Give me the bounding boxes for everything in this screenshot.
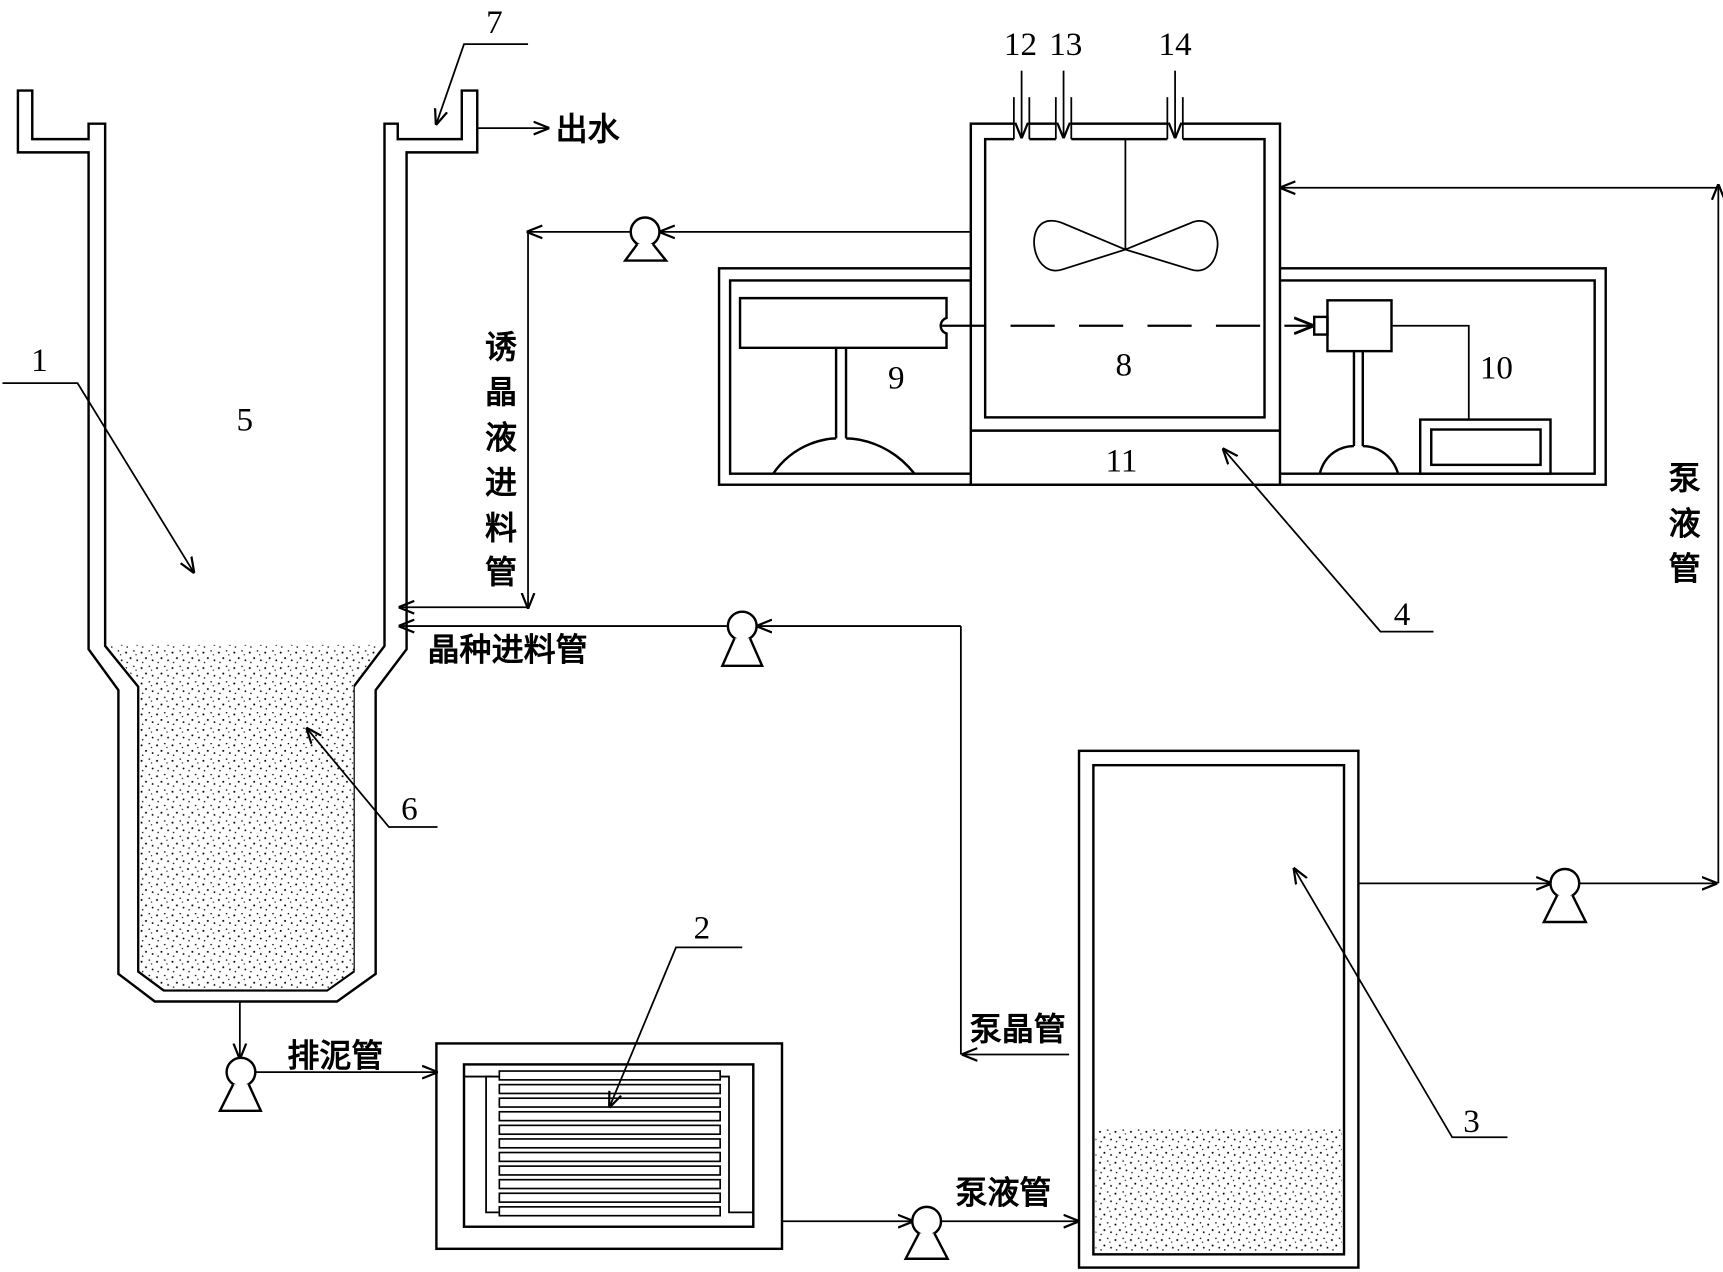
pump-liquid-right	[1541, 867, 1588, 924]
detector	[1312, 299, 1552, 475]
stirrer-icon	[1033, 139, 1219, 272]
callout-1: 1	[2, 342, 193, 572]
pump-liquid-right-label: 泵 液 管	[1669, 459, 1701, 588]
membrane-tube	[498, 1138, 721, 1149]
membrane-tube	[498, 1110, 721, 1122]
label-6: 6	[401, 790, 418, 827]
seed-crystal-bed	[107, 644, 383, 990]
svg-text:料: 料	[485, 509, 517, 547]
membrane-tube	[498, 1165, 721, 1176]
crystallization-reactor	[16, 89, 548, 1003]
induced-feed-pipe	[400, 232, 970, 607]
label-2: 2	[694, 910, 711, 947]
label-9: 9	[888, 360, 905, 397]
membrane-tube	[498, 1070, 721, 1081]
membrane-tube	[498, 1083, 721, 1095]
label-11: 11	[1106, 442, 1138, 479]
label-10: 10	[1480, 350, 1513, 387]
outlet-label: 出水	[556, 110, 621, 148]
svg-text:液: 液	[485, 418, 517, 456]
callout-4: 4	[1224, 449, 1434, 633]
membrane-unit	[435, 1042, 784, 1251]
membrane-tube	[498, 1178, 721, 1190]
membrane-tube	[498, 1192, 721, 1203]
pump-crystal-label: 泵晶管	[970, 1010, 1066, 1048]
pump-sludge	[218, 1056, 263, 1113]
svg-text:管: 管	[485, 553, 517, 591]
seed-feed-label: 晶种进料管	[428, 630, 588, 668]
membrane-tube	[498, 1206, 721, 1217]
svg-text:晶: 晶	[485, 373, 517, 411]
label-7: 7	[486, 4, 503, 41]
label-4: 4	[1394, 596, 1411, 633]
membrane-tubes	[498, 1070, 721, 1217]
pump-seed-feed	[720, 610, 764, 668]
label-12: 12	[1004, 26, 1037, 63]
callout-3: 3	[1294, 869, 1508, 1140]
callout-6: 6	[307, 729, 438, 828]
light-source	[738, 296, 948, 475]
label-8: 8	[1115, 346, 1132, 383]
settling-tank	[1077, 749, 1360, 1269]
callout-7: 7	[436, 4, 529, 124]
pump-liquid-right-pipe	[1281, 186, 1718, 884]
seed-feed-pipe	[400, 626, 1070, 1054]
membrane-tube	[498, 1151, 721, 1163]
svg-text:管: 管	[1669, 550, 1701, 588]
pump-induced-feed	[622, 216, 669, 262]
membrane-tube	[498, 1124, 721, 1136]
induced-feed-label: 诱 晶 液 进 料 管	[485, 328, 517, 591]
label-14: 14	[1159, 26, 1193, 63]
callout-2: 2	[610, 910, 743, 1107]
label-13: 13	[1049, 26, 1082, 63]
sludge-discharge-pipe	[240, 1001, 437, 1072]
induction-unit	[717, 70, 1607, 486]
label-3: 3	[1463, 1103, 1480, 1140]
sludge-discharge-label: 排泥管	[287, 1037, 383, 1075]
label-5: 5	[237, 402, 254, 439]
svg-text:泵: 泵	[1669, 459, 1701, 497]
sediment-bed	[1095, 1128, 1342, 1253]
pump-liquid-bottom-label: 泵液管	[955, 1174, 1051, 1212]
svg-text:液: 液	[1669, 504, 1701, 542]
svg-text:诱: 诱	[485, 328, 517, 366]
label-1: 1	[31, 342, 48, 379]
pump-liquid-bottom	[903, 1205, 950, 1260]
svg-text:进: 进	[485, 464, 517, 502]
